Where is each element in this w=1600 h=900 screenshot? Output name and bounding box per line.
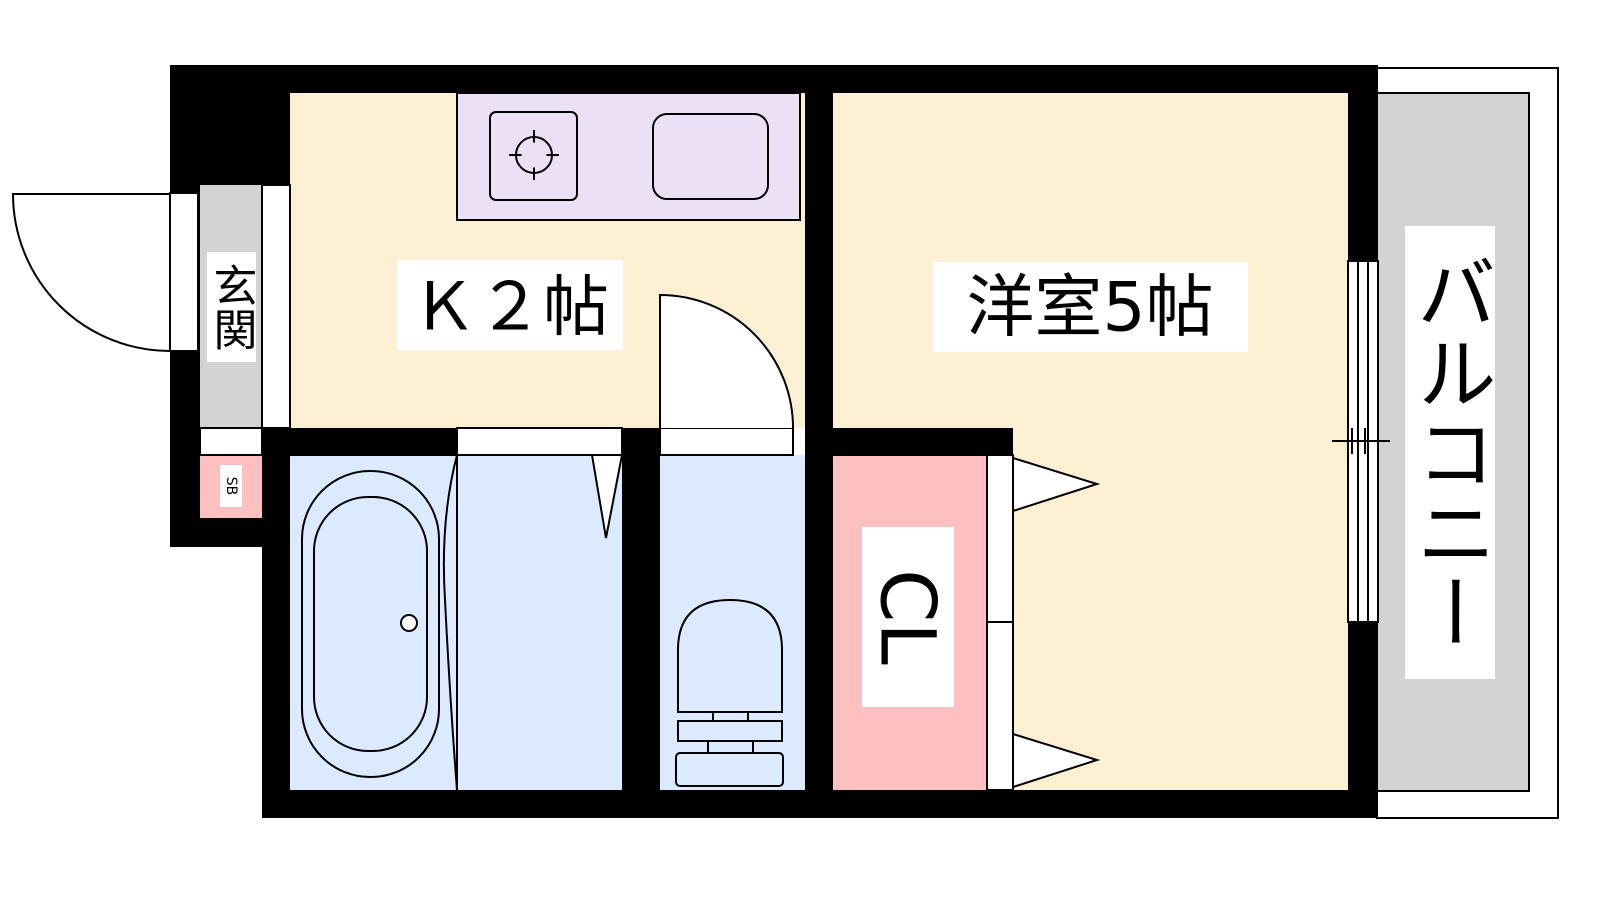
- entry-door: [11, 192, 199, 352]
- kitchen-label-bg: [397, 260, 623, 350]
- sink-icon: [652, 113, 769, 200]
- western-room-label: 洋室5帖: [966, 269, 1213, 348]
- balcony-label: バルコニー: [1404, 252, 1497, 652]
- closet-door-lower: [1012, 732, 1101, 789]
- entrance-step: [261, 184, 291, 429]
- balcony-label-bg: [1405, 226, 1495, 679]
- entrance-label-bg: [207, 252, 256, 362]
- entrance-label: 玄関: [206, 263, 257, 351]
- bath-door-frame: [456, 427, 623, 456]
- bathtub-icon: [301, 470, 440, 778]
- bath-divider: [442, 454, 458, 791]
- entrance-frame: [199, 427, 263, 456]
- closet-label-bg: [862, 527, 954, 707]
- closet-door-upper: [1012, 456, 1101, 513]
- kitchen-counter: [456, 92, 801, 221]
- western-room-label-bg: [933, 262, 1248, 352]
- toilet-floor: [650, 455, 810, 807]
- toilet-door-frame: [659, 427, 794, 456]
- shoe-box-label: SB: [223, 477, 239, 496]
- window: [1332, 260, 1390, 623]
- closet-label: CL: [864, 569, 953, 664]
- shoe-box-label-bg: [220, 465, 242, 507]
- kitchen-door-swing: [659, 293, 794, 429]
- kitchen-label: Ｋ２帖: [411, 269, 609, 346]
- stove-burner-icon: [509, 130, 559, 180]
- bath-door-swing: [590, 454, 624, 539]
- walls: [170, 65, 1378, 818]
- toilet-icon: [675, 598, 784, 787]
